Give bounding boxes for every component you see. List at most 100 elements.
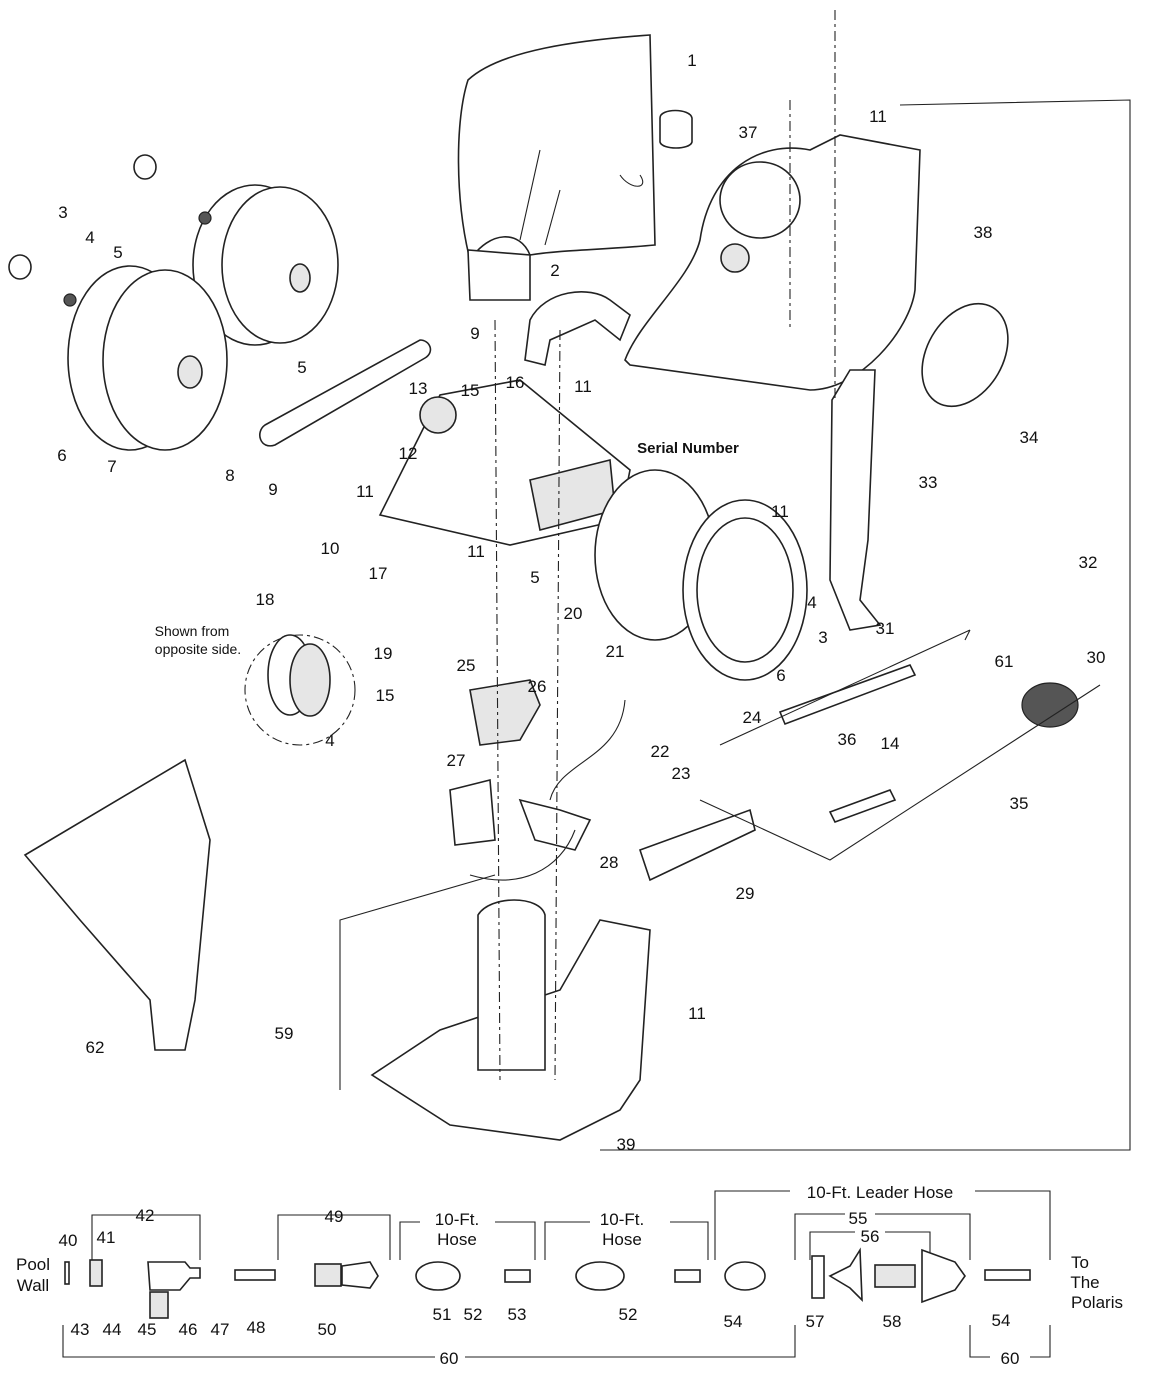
callout-label: 47 bbox=[211, 1320, 230, 1339]
hose-assembly bbox=[62, 1190, 1051, 1358]
part-bag bbox=[457, 34, 656, 301]
inset-gear-detail bbox=[244, 634, 356, 746]
part-base bbox=[370, 899, 651, 1141]
callout-label: 29 bbox=[736, 884, 755, 903]
part-belt bbox=[259, 339, 432, 447]
callout-label: 4 bbox=[85, 228, 94, 247]
callout-label: 28 bbox=[600, 853, 619, 872]
callout-label: 54 bbox=[724, 1312, 743, 1331]
callout-label: 39 bbox=[617, 1135, 636, 1154]
callout-label: 21 bbox=[606, 642, 625, 661]
callout-label: 54 bbox=[992, 1311, 1011, 1330]
callout-label: 52 bbox=[464, 1305, 483, 1324]
callout-label: 22 bbox=[651, 742, 670, 761]
callout-label: 45 bbox=[138, 1320, 157, 1339]
callout-label: 11 bbox=[869, 107, 887, 126]
callout-label: 51 bbox=[433, 1305, 452, 1324]
callout-label: 6 bbox=[776, 666, 785, 685]
pool-wall-label: Wall bbox=[17, 1276, 49, 1295]
callout-label: 11 bbox=[688, 1004, 706, 1023]
callout-label: 27 bbox=[447, 751, 466, 770]
to-polaris-label: The bbox=[1070, 1273, 1099, 1292]
callout-label: 60 bbox=[440, 1349, 459, 1368]
callout-label: 5 bbox=[297, 358, 306, 377]
callout-label: 62 bbox=[86, 1038, 105, 1057]
callout-label: 50 bbox=[318, 1320, 337, 1339]
callout-label: 24 bbox=[743, 708, 762, 727]
callout-label: 11 bbox=[574, 377, 592, 396]
callout-label: 13 bbox=[409, 379, 428, 398]
part-27 bbox=[449, 778, 496, 846]
part-29 bbox=[638, 808, 756, 882]
callout-label: 12 bbox=[399, 444, 418, 463]
callout-label: 40 bbox=[59, 1231, 78, 1250]
part-25 bbox=[469, 679, 541, 746]
callout-label: 33 bbox=[919, 473, 938, 492]
callout-label: 20 bbox=[564, 604, 583, 623]
pool-wall-label: Pool bbox=[16, 1255, 50, 1274]
part-wheel-right bbox=[594, 469, 808, 681]
callout-label: 7 bbox=[107, 457, 116, 476]
callout-label: 53 bbox=[508, 1305, 527, 1324]
callout-label: 35 bbox=[1010, 794, 1029, 813]
part-top-housing bbox=[624, 134, 921, 391]
to-polaris-label: Polaris bbox=[1071, 1293, 1123, 1312]
callout-label: 31 bbox=[876, 619, 895, 638]
callout-label: 4 bbox=[325, 731, 334, 750]
callout-label: 1 bbox=[687, 51, 696, 70]
callout-label: 36 bbox=[838, 730, 857, 749]
callout-label: 43 bbox=[71, 1320, 90, 1339]
callout-label: 44 bbox=[103, 1320, 122, 1339]
callout-label: 30 bbox=[1087, 648, 1106, 667]
hose-label: 10-Ft. bbox=[435, 1210, 479, 1229]
callout-label: 3 bbox=[58, 203, 67, 222]
callout-label: 49 bbox=[325, 1207, 344, 1226]
hose-label: Hose bbox=[437, 1230, 477, 1249]
callout-label: 48 bbox=[247, 1318, 266, 1337]
part-62-bag bbox=[23, 758, 211, 1051]
callout-label: 14 bbox=[881, 734, 900, 753]
callout-label: 41 bbox=[97, 1228, 116, 1247]
part-37 bbox=[659, 109, 693, 149]
callout-label: 11 bbox=[771, 502, 789, 521]
part-float bbox=[921, 302, 1009, 408]
callout-label: 56 bbox=[861, 1227, 880, 1246]
callout-label: 16 bbox=[506, 373, 525, 392]
callout-label: 11 bbox=[356, 482, 374, 501]
callout-label: 23 bbox=[672, 764, 691, 783]
part-28 bbox=[518, 798, 592, 851]
serial-number-label: Serial Number bbox=[637, 440, 739, 457]
part-tube bbox=[829, 369, 882, 631]
callout-label: 5 bbox=[530, 568, 539, 587]
callout-label: 8 bbox=[225, 466, 234, 485]
inset-note: opposite side. bbox=[155, 641, 241, 657]
callout-label: 46 bbox=[179, 1320, 198, 1339]
callout-label: 19 bbox=[374, 644, 393, 663]
callout-label: 55 bbox=[849, 1209, 868, 1228]
callout-label: 57 bbox=[806, 1312, 825, 1331]
callout-label: 58 bbox=[883, 1312, 902, 1331]
callout-label: 15 bbox=[376, 686, 395, 705]
callout-label: 2 bbox=[550, 261, 559, 280]
callout-label: 38 bbox=[974, 223, 993, 242]
callout-label: 15 bbox=[461, 381, 480, 400]
callout-label: 42 bbox=[136, 1206, 155, 1225]
callout-label: 9 bbox=[268, 480, 277, 499]
part-wheels-left bbox=[8, 154, 339, 451]
callout-label: 32 bbox=[1079, 553, 1098, 572]
part-2 bbox=[524, 291, 631, 366]
callout-label: 4 bbox=[807, 593, 816, 612]
callout-label: 52 bbox=[619, 1305, 638, 1324]
callout-label: 9 bbox=[470, 324, 479, 343]
callout-label: 37 bbox=[739, 123, 758, 142]
callout-label: 5 bbox=[113, 243, 122, 262]
part-hose-35 bbox=[778, 664, 1079, 823]
to-polaris-label: To bbox=[1071, 1253, 1089, 1272]
hose-label: 10-Ft. bbox=[600, 1210, 644, 1229]
callout-label: 3 bbox=[818, 628, 827, 647]
callout-label: 17 bbox=[369, 564, 388, 583]
callout-label: 60 bbox=[1001, 1349, 1020, 1368]
callout-label: 34 bbox=[1020, 428, 1039, 447]
